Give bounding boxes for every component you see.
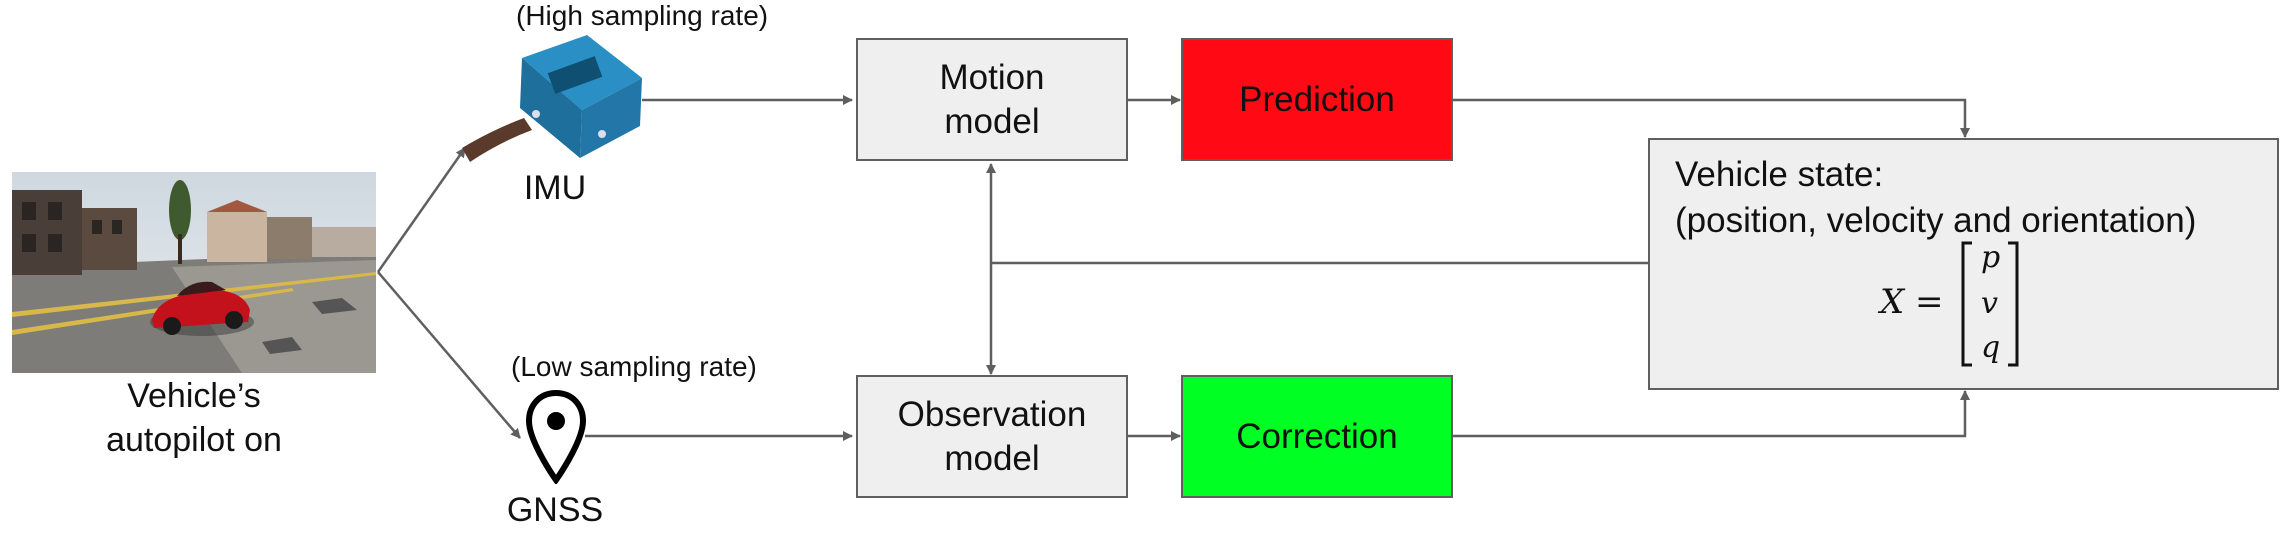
correction-box: Correction (1181, 375, 1453, 498)
car-simulation-image (12, 172, 376, 373)
vector-brackets (1961, 241, 2019, 367)
imu-rate-note: (High sampling rate) (516, 0, 769, 31)
imu-label: IMU (523, 169, 587, 207)
motion-model-box: Motion model (856, 38, 1128, 161)
gnss-pin-icon (525, 389, 587, 486)
arrow-correction-to-state (1453, 390, 1970, 438)
state-vector-p: p (1981, 240, 2001, 275)
state-equation-lhs: X = (1880, 282, 1944, 322)
state-vector-q: q (1981, 330, 2001, 365)
arrow-prediction-to-state (1453, 98, 1970, 138)
prediction-box: Prediction (1181, 38, 1453, 161)
gnss-label: GNSS (506, 491, 604, 529)
vehicle-state-title: Vehicle state: (position, velocity and o… (1675, 155, 2197, 240)
observation-model-box: Observation model (856, 375, 1128, 498)
car-caption: Vehicle’s autopilot on (106, 377, 282, 459)
gnss-rate-note: (Low sampling rate) (511, 351, 757, 382)
state-vector-v: v (1981, 286, 1998, 321)
arrow-car-to-imu (376, 147, 467, 273)
imu-sensor-icon (462, 30, 642, 165)
arrow-car-to-gnss (377, 271, 521, 439)
car-scene-icon (12, 172, 376, 373)
